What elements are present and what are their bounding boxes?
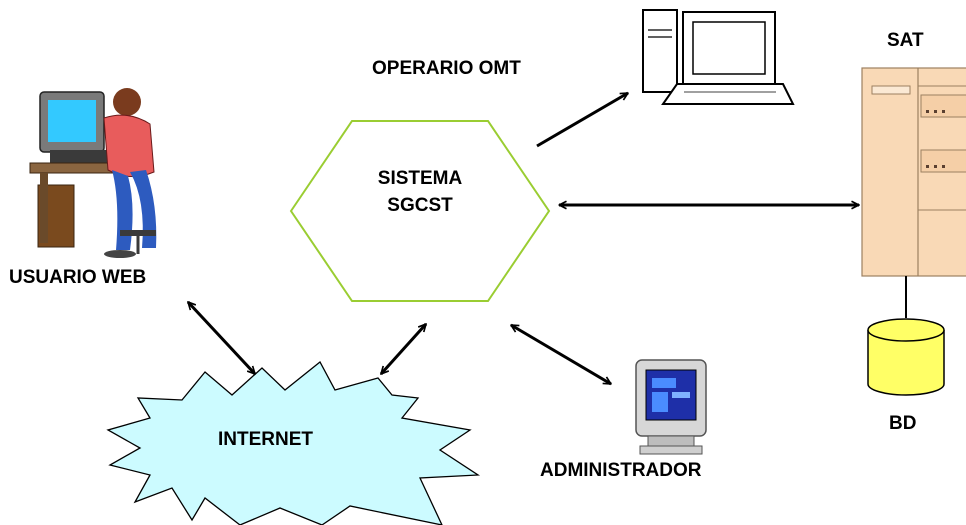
internet-label: INTERNET — [218, 429, 313, 450]
sistema-label-line1: SISTEMA — [377, 168, 463, 189]
internet-cloud — [106, 361, 481, 525]
arrow-system-admin — [511, 323, 611, 386]
arrow-system-operator — [536, 91, 628, 148]
monitor-icon — [635, 359, 707, 455]
database-cylinder-icon — [867, 318, 945, 396]
arrow-user-internet — [188, 302, 255, 374]
usuario-web-label: USUARIO WEB — [9, 267, 147, 288]
administrador-label: ADMINISTRADOR — [540, 460, 702, 481]
server-tower-icon — [861, 67, 966, 277]
sat-label: SAT — [887, 30, 924, 51]
user-at-computer-icon — [29, 88, 157, 258]
operario-label: OPERARIO OMT — [372, 58, 521, 79]
laptop-computer-icon — [642, 9, 795, 105]
sistema-label-line2: SGCST — [387, 195, 453, 216]
arrow-internet-system — [381, 324, 426, 374]
bd-label: BD — [889, 413, 917, 434]
system-hexagon — [289, 120, 551, 302]
